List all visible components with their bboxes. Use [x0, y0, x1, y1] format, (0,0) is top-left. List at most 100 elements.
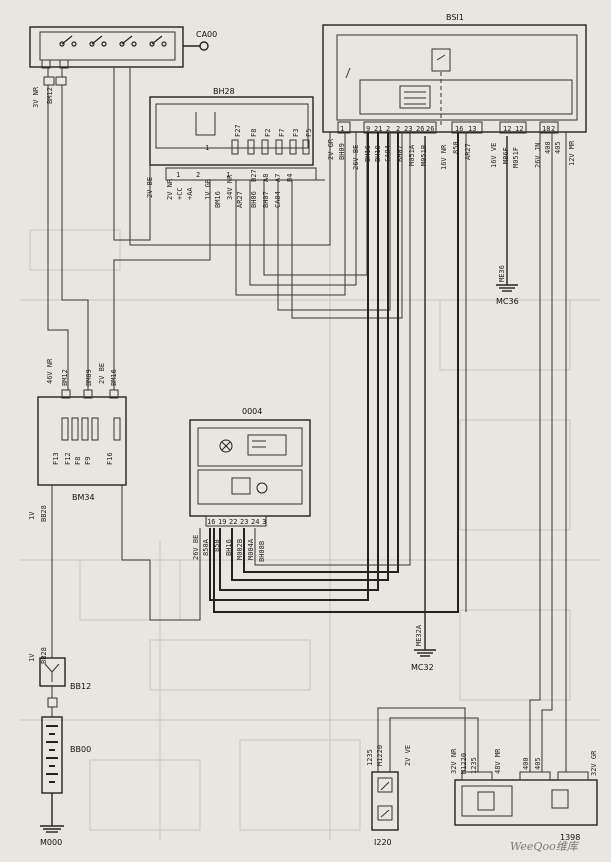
gauge-icon — [256, 482, 268, 494]
bh28-label-11: B27 — [250, 169, 258, 182]
component-bm34: F13 F12 F8 F9 F16 BM34 — [37, 389, 127, 502]
c1398-label-2: M1220 — [460, 753, 468, 774]
bsi1-label-8: M051B — [420, 145, 428, 166]
bsi1-pin-13: 2 — [551, 125, 555, 133]
label-bb12: BB12 — [70, 682, 91, 691]
label-bh28: BH28 — [213, 87, 235, 96]
bsi1-pin-1: 9 — [366, 125, 370, 133]
label-me36: ME36 — [498, 265, 506, 282]
fuse-bh28-f27: F27 — [234, 124, 242, 137]
label-1398: 1398 — [560, 833, 580, 842]
bsi1-pin-8: 16 — [455, 125, 463, 133]
bsi1-pin-3: 2 — [386, 125, 390, 133]
lamp-icon — [219, 439, 233, 453]
bm34-label-5: 1V — [28, 511, 36, 520]
c1398-label-6: 405 — [534, 757, 542, 770]
bm34-label-6: BB28 — [40, 505, 48, 522]
label-mc32: MC32 — [411, 663, 434, 672]
bh28-label-13: A7 — [274, 174, 282, 182]
bsi1-pin-5: 23 — [404, 125, 412, 133]
fuse-bh28-f8: F8 — [250, 129, 258, 137]
bh28-label-4: 1V GR — [204, 178, 212, 200]
bh28-relay-pin-label: 1 — [205, 144, 209, 152]
c0004-labels: 26V BE 850A 850 BH16 M002B M004A BH08B — [192, 535, 266, 562]
bh28-label-3: +AA — [186, 187, 194, 200]
bsi1-pin-4: 2 — [396, 125, 400, 133]
c0004-label-2: 850 — [213, 539, 221, 552]
bh28-label-5: 34V NR — [226, 174, 234, 200]
bsi1-pin-11: 12 — [515, 125, 523, 133]
bh28-label-6: BM16 — [214, 191, 222, 208]
bsi1-label-0: 2V GR — [327, 138, 335, 160]
label-i220: I220 — [374, 838, 392, 847]
label-bm12: BM12 — [46, 87, 54, 104]
bsi1-label-17: 405 — [554, 141, 562, 154]
c0004-label-5: M004A — [247, 538, 255, 560]
label-bm34: BM34 — [72, 493, 95, 502]
bm34-label-0: 46V NR — [46, 358, 54, 384]
fuse-bm34-f8: F8 — [74, 457, 82, 465]
c1398-label-5: 400 — [522, 757, 530, 770]
bh28-pin-3: 1 — [226, 171, 230, 179]
bsi1-label-7: M051A — [408, 144, 416, 166]
label-i220-1: 1235 — [366, 749, 374, 766]
fuse-bh28-f7: F7 — [278, 129, 286, 137]
c1398-label-3: 1235 — [470, 757, 478, 774]
bh28-label-7: AR27 — [236, 191, 244, 208]
bsi1-label-12: 16V VE — [490, 143, 498, 168]
bm34-label-2: BM09 — [85, 369, 93, 386]
watermark: WeeQoo维库 — [510, 840, 580, 853]
label-ca00: CA00 — [196, 30, 217, 39]
bh28-label-2: +CC — [176, 187, 184, 200]
bsi1-label-6: BH07 — [396, 145, 404, 162]
c0004-pin-3: 23 — [240, 518, 248, 526]
c1398-label-4: 48V MR — [494, 748, 502, 774]
component-bsi1: BSI1 — [322, 13, 587, 134]
bh28-relay — [195, 112, 216, 136]
label-mc36: MC36 — [496, 297, 519, 306]
fuse-bm34-f12: F12 — [64, 452, 72, 465]
label-bsi1: BSI1 — [446, 13, 464, 22]
display-block — [247, 434, 287, 456]
bsi1-pin-7: 26 — [426, 125, 434, 133]
bh28-label-9: BH07 — [262, 191, 270, 208]
bsi1-pin-9: 13 — [468, 125, 476, 133]
label-bb28: BB28 — [40, 647, 48, 664]
fuse-bm34-f9: F9 — [84, 457, 92, 465]
fuse-bh28-f2: F2 — [264, 129, 272, 137]
label-i220-3: 2V VE — [404, 745, 412, 766]
bsi1-label-10: 850 — [452, 141, 460, 154]
motor-1398-icon — [551, 789, 569, 809]
bh28-label-1: 2V NR — [166, 178, 174, 200]
bm34-label-3: 2V BE — [98, 363, 106, 384]
bh28-label-12: A8 — [262, 174, 270, 182]
c0004-label-6: BH08B — [258, 541, 266, 562]
label-0004: 0004 — [242, 407, 262, 416]
switch-contacts — [59, 35, 167, 47]
ghost-background — [20, 200, 600, 840]
bsi1-label-1: BH09 — [338, 143, 346, 160]
c0004-pins: 16 19 22 23 24 3 — [207, 518, 266, 526]
ground-mc36-icon — [496, 136, 518, 292]
c0004-label-3: BH16 — [225, 539, 233, 556]
component-ca00: CA00 — [29, 26, 217, 69]
bsi1-pin-10: 12 — [503, 125, 511, 133]
label-bb00: BB00 — [70, 745, 91, 754]
bsi1-pin-2: 21 — [374, 125, 382, 133]
label-m000: M000 — [40, 838, 62, 847]
c0004-pin-2: 22 — [229, 518, 237, 526]
c0004-label-0: 26V BE — [192, 535, 200, 560]
bsi1-label-15: 26V JN — [534, 143, 542, 168]
bsi1-pin-numbers: 1 9 21 2 2 23 26 26 16 13 12 12 18 2 — [340, 125, 555, 133]
bsi1-label-16: 400 — [544, 141, 552, 154]
chip-1398-icon — [477, 791, 495, 811]
bh28-label-8: BH06 — [250, 191, 258, 208]
component-1398: 1398 — [454, 771, 598, 842]
bsi1-label-9: 16V NR — [440, 144, 448, 170]
bsi1-pin-6: 26 — [416, 125, 424, 133]
key-icon — [183, 41, 209, 51]
ground-m000-icon — [40, 793, 64, 833]
c1398-labels: 32V NR M1220 1235 48V MR 400 405 32V GR — [450, 748, 598, 776]
fuse-bm34-f16: F16 — [106, 452, 114, 465]
